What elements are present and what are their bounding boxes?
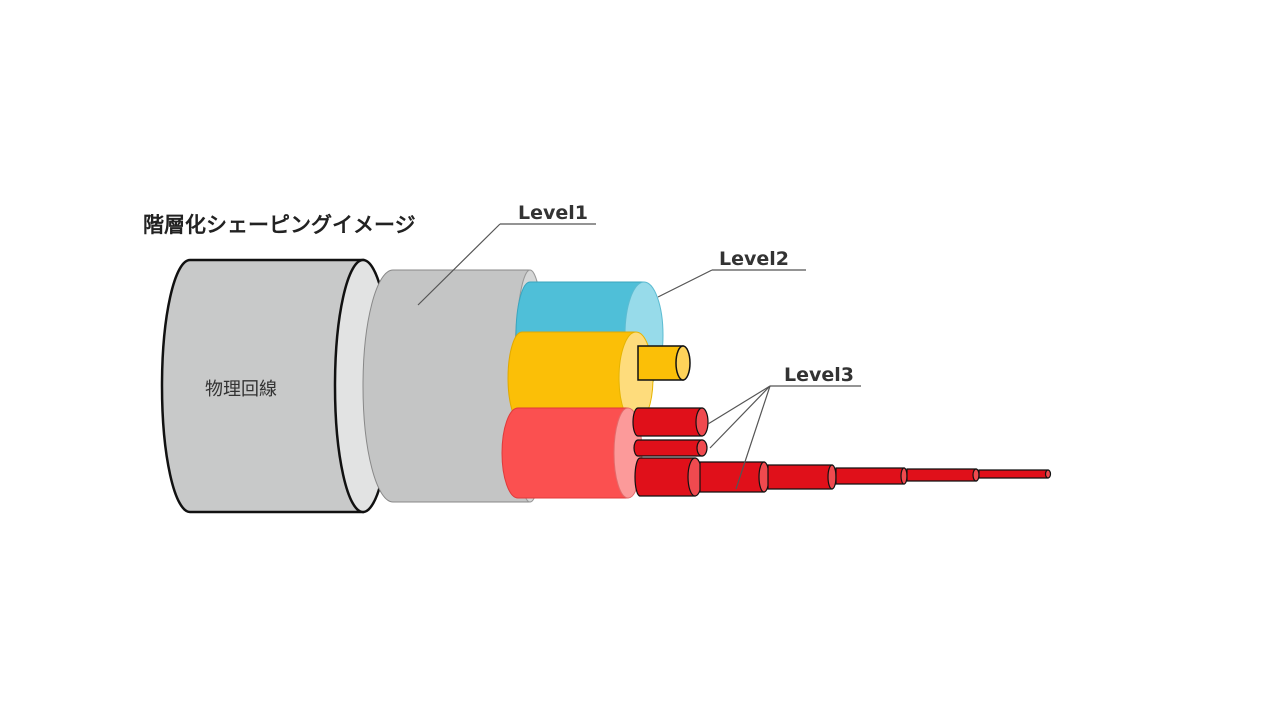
level2-red-cylinder bbox=[501, 407, 643, 499]
physical-line-label: 物理回線 bbox=[205, 379, 277, 400]
level2-yellow-cylinder bbox=[507, 331, 691, 425]
level3-label: Level3 bbox=[784, 364, 854, 386]
outer-jacket-body bbox=[160, 258, 365, 514]
diagram-title: 階層化シェーピングイメージ bbox=[143, 213, 416, 237]
level2-label: Level2 bbox=[719, 248, 789, 270]
level3-pipe-bottom bbox=[634, 457, 703, 497]
level2-callout: Level2 bbox=[657, 248, 806, 298]
physical-line-cable: 物理回線 bbox=[160, 258, 393, 514]
level3-tapered-line bbox=[699, 461, 1052, 493]
level1-body bbox=[362, 269, 531, 503]
level3-pipe-top bbox=[632, 407, 709, 437]
level3-pipe-middle bbox=[633, 439, 708, 457]
level3-callout: Level3 bbox=[707, 364, 861, 490]
level1-label: Level1 bbox=[518, 202, 588, 224]
level1-callout: Level1 bbox=[417, 202, 596, 306]
